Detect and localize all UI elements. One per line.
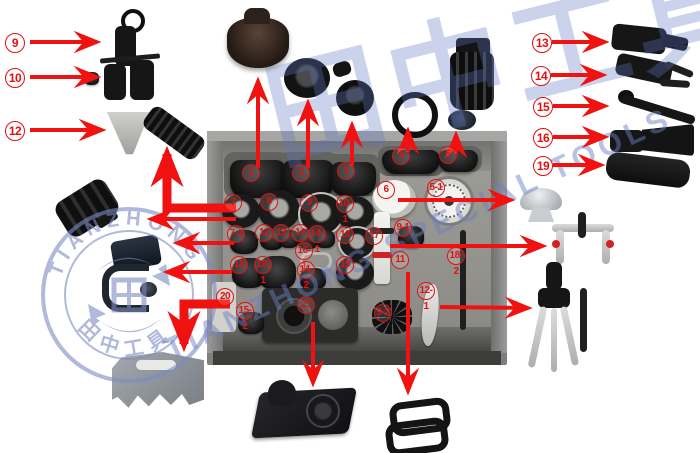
case-rim-bottom — [213, 351, 501, 365]
puller-knob-left — [552, 240, 560, 248]
puller-knob-right — [606, 240, 614, 248]
dome-cap — [448, 110, 476, 130]
item-number: 12 — [255, 224, 273, 242]
steel-rod — [580, 288, 587, 352]
sleeve-a — [104, 64, 126, 100]
item-number: 9-1 — [394, 219, 412, 237]
callout-number-19: 19 — [533, 156, 553, 176]
item-number: 8 — [260, 193, 278, 211]
cone-tool-neck — [244, 8, 270, 24]
callout-number-10: 10 — [5, 68, 25, 88]
item-number: 21 — [297, 296, 315, 314]
item-number: 5 — [439, 146, 457, 164]
callout-number-14: 14 — [531, 66, 551, 86]
tool-16-step-large — [642, 124, 694, 156]
item-number: 2 — [292, 164, 310, 182]
base-plate-disc — [306, 394, 340, 428]
three-jaw-puller-head — [538, 288, 570, 308]
item-number: 14-2 — [297, 261, 315, 291]
item-number: 18-2 — [447, 247, 465, 277]
item-number: 14-1 — [308, 225, 326, 255]
callout-number-9: 9 — [5, 33, 25, 53]
tool-16-step-small — [610, 130, 644, 152]
callout-number-13: 13 — [532, 33, 552, 53]
item-number: 9-2 — [374, 304, 392, 322]
item-number: 5-1 — [427, 179, 445, 197]
coupler-stem — [456, 38, 490, 54]
valve-dome-base — [528, 208, 554, 222]
item-number: 13 — [272, 224, 290, 242]
cone-oil-seal-tool — [227, 18, 289, 68]
item-number: 20 — [216, 288, 234, 306]
valve-dome-tool — [520, 188, 562, 210]
item-number: 18-1 — [254, 256, 272, 286]
two-jaw-puller-screw — [578, 212, 586, 238]
base-plate-boss — [268, 380, 296, 406]
item-number: 4 — [392, 147, 410, 165]
item-number: 7 — [224, 194, 242, 212]
item-number: 1 — [242, 164, 260, 182]
three-jaw-leg-2 — [551, 308, 557, 372]
timing-disc — [318, 300, 348, 330]
callout-number-12: 12 — [5, 121, 25, 141]
two-jaw-puller-leg-right — [602, 230, 610, 264]
callout-number-16: 16 — [533, 128, 553, 148]
item-number: 16 — [336, 226, 354, 244]
item-number: 14 — [291, 224, 309, 242]
callout-number-15: 15 — [533, 97, 553, 117]
item-number: 10-1 — [336, 195, 354, 225]
item-number: 11 — [391, 251, 409, 269]
item-number: 17 — [365, 227, 383, 245]
item-number: 15-2 — [236, 302, 254, 332]
steel-pin-rod — [460, 230, 466, 330]
item-number: 18 — [230, 256, 248, 274]
cap-socket — [336, 80, 374, 116]
seal-driver-socket — [284, 58, 330, 98]
item-number: 6 — [377, 181, 395, 199]
plate-handle-slot — [136, 360, 176, 370]
item-number: 9 — [300, 194, 318, 212]
item-number: 7-1 — [227, 225, 245, 243]
item-number: 3 — [337, 162, 355, 180]
clamp-red-band — [372, 252, 392, 258]
sleeve-b — [130, 60, 154, 100]
item-number: 12-1 — [417, 282, 435, 312]
item-number: 19 — [336, 256, 354, 274]
two-jaw-puller-leg-left — [556, 230, 564, 264]
slotted-coupler-tool — [450, 52, 494, 110]
item-number: 16-1 — [295, 242, 313, 272]
three-jaw-puller-handle — [546, 262, 562, 290]
